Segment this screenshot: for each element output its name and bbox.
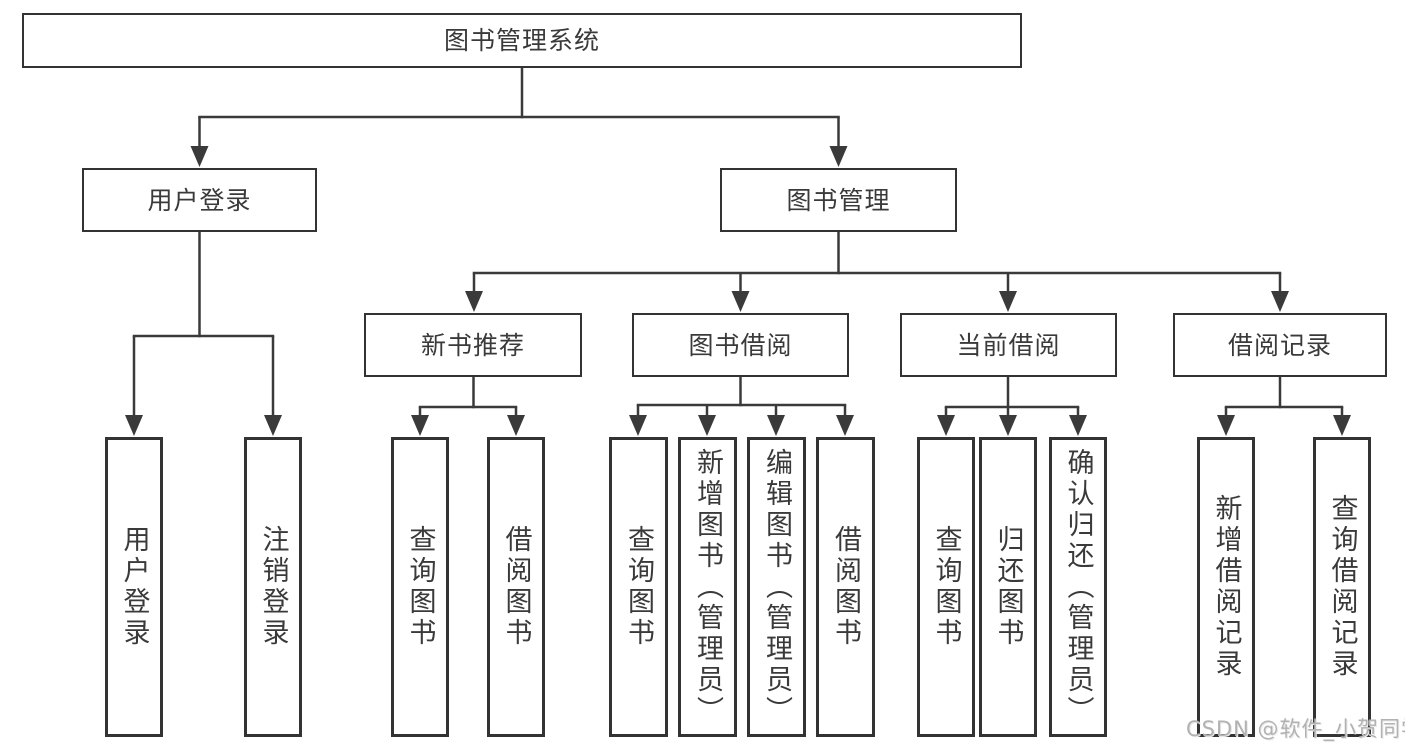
node-br-query-record: 查询借阅记录 bbox=[1313, 437, 1371, 737]
node-br-add-record-label: 新增借阅记录 bbox=[1210, 494, 1242, 680]
node-bb-add-book-admin-label: 新增图书（管理员） bbox=[692, 447, 723, 727]
node-root-label: 图书管理系统 bbox=[443, 26, 600, 55]
connector-book-management-to-level3 bbox=[465, 232, 1289, 312]
node-user-login-leaf: 用户登录 bbox=[105, 437, 163, 737]
node-bb-borrow-books-label: 借阅图书 bbox=[830, 525, 861, 649]
csdn-watermark: CSDN @软件_小贺同学 bbox=[1186, 717, 1405, 741]
node-borrow-records-label: 借阅记录 bbox=[1227, 330, 1332, 360]
node-new-book-recommend: 新书推荐 bbox=[364, 313, 582, 377]
node-nb-borrow-books: 借阅图书 bbox=[487, 437, 545, 737]
node-nb-borrow-books-label: 借阅图书 bbox=[500, 525, 532, 649]
node-logout-leaf: 注销登录 bbox=[244, 437, 302, 737]
connector-root-to-level2 bbox=[190, 68, 848, 167]
node-bb-edit-book-admin-label: 编辑图书（管理员） bbox=[761, 447, 792, 727]
node-user-login-label: 用户登录 bbox=[147, 185, 252, 215]
node-br-add-record: 新增借阅记录 bbox=[1197, 437, 1255, 737]
node-current-borrow-label: 当前借阅 bbox=[956, 330, 1061, 360]
node-borrow-records: 借阅记录 bbox=[1173, 313, 1387, 377]
node-current-borrow: 当前借阅 bbox=[900, 313, 1117, 377]
node-cb-confirm-return-admin-label: 确认归还（管理员） bbox=[1062, 447, 1094, 727]
node-cb-query-books-label: 查询图书 bbox=[930, 525, 962, 649]
connector-current-borrow-to-leaves bbox=[937, 377, 1087, 436]
connector-borrow-records-to-leaves bbox=[1217, 377, 1351, 436]
node-book-borrow: 图书借阅 bbox=[632, 313, 849, 377]
node-cb-query-books: 查询图书 bbox=[917, 437, 975, 737]
node-root: 图书管理系统 bbox=[22, 13, 1022, 68]
node-book-borrow-label: 图书借阅 bbox=[688, 330, 793, 360]
node-book-management: 图书管理 bbox=[720, 168, 957, 232]
node-user-login: 用户登录 bbox=[82, 168, 317, 232]
connector-book-borrow-to-leaves bbox=[629, 377, 854, 436]
connector-new-book-recommend-to-leaves bbox=[411, 377, 525, 436]
node-logout-leaf-label: 注销登录 bbox=[257, 525, 289, 649]
connector-user-login-to-leaves bbox=[125, 232, 282, 436]
node-cb-confirm-return-admin: 确认归还（管理员） bbox=[1049, 437, 1107, 737]
node-bb-add-book-admin: 新增图书（管理员） bbox=[678, 437, 737, 737]
node-bb-query-books-label: 查询图书 bbox=[623, 525, 654, 649]
node-book-management-label: 图书管理 bbox=[786, 185, 891, 215]
node-nb-query-books-label: 查询图书 bbox=[404, 525, 436, 649]
node-br-query-record-label: 查询借阅记录 bbox=[1326, 494, 1358, 680]
node-new-book-recommend-label: 新书推荐 bbox=[420, 330, 525, 360]
node-bb-borrow-books: 借阅图书 bbox=[816, 437, 875, 737]
node-bb-edit-book-admin: 编辑图书（管理员） bbox=[747, 437, 806, 737]
node-bb-query-books: 查询图书 bbox=[609, 437, 668, 737]
node-user-login-leaf-label: 用户登录 bbox=[118, 525, 150, 649]
node-nb-query-books: 查询图书 bbox=[391, 437, 449, 737]
node-cb-return-book-label: 归还图书 bbox=[992, 525, 1024, 649]
node-cb-return-book: 归还图书 bbox=[979, 437, 1037, 737]
